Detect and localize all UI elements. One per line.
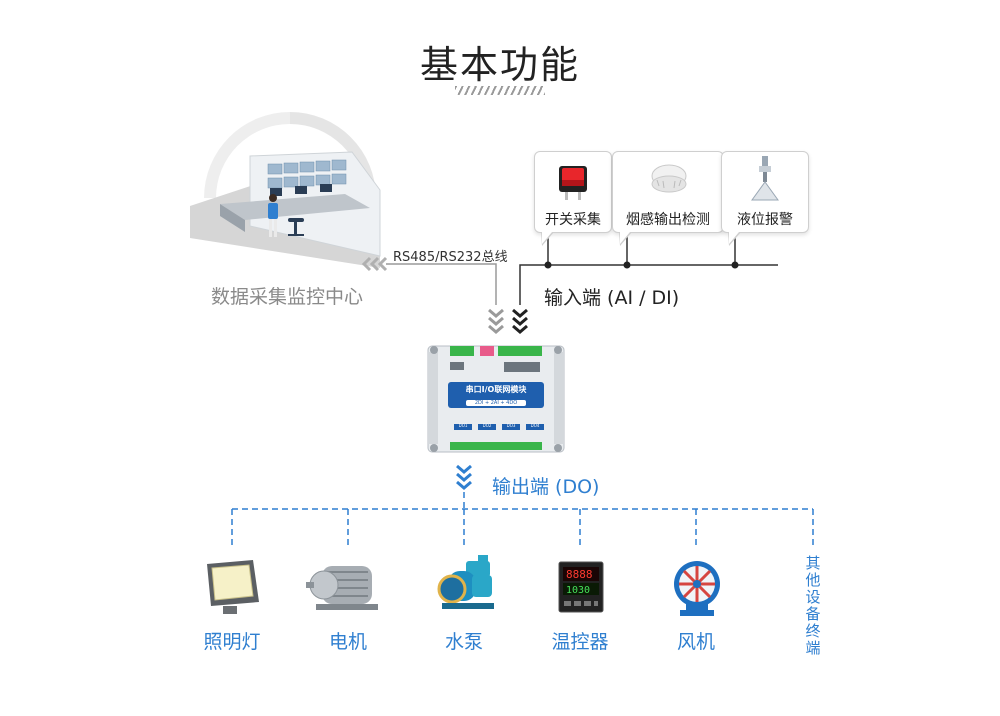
bus-arrow-down bbox=[488, 308, 504, 334]
page-title: 基本功能 bbox=[419, 43, 580, 87]
module-port-4: DO4 bbox=[530, 423, 540, 428]
floodlight-icon bbox=[207, 560, 259, 614]
output-label-fan: 风机 bbox=[676, 631, 715, 653]
water-pump-icon bbox=[437, 555, 494, 609]
svg-text:8888: 8888 bbox=[566, 568, 593, 581]
input-label-level: 液位报警 bbox=[737, 212, 793, 228]
output-arrow-down bbox=[456, 464, 472, 490]
input-callout-level: 液位报警 bbox=[721, 151, 809, 246]
input-arrow-down bbox=[512, 308, 528, 334]
monitoring-center-illustration bbox=[190, 112, 381, 268]
rocker-switch-icon bbox=[559, 166, 587, 200]
svg-text:1030: 1030 bbox=[566, 585, 590, 596]
monitoring-center-label: 数据采集监控中心 bbox=[210, 286, 363, 308]
input-tap-dots bbox=[544, 261, 739, 269]
module-port-1: DO1 bbox=[458, 423, 468, 428]
bus-label: RS485/RS232总线 bbox=[393, 250, 508, 265]
title-underline bbox=[455, 86, 545, 95]
level-sensor-icon bbox=[751, 156, 779, 201]
output-label-pump: 水泵 bbox=[444, 631, 483, 653]
bus-line bbox=[386, 263, 497, 305]
output-label: 输出端 (DO) bbox=[492, 476, 600, 498]
input-bus-line bbox=[519, 264, 778, 305]
io-module-device bbox=[427, 345, 565, 453]
axial-fan-icon bbox=[674, 561, 720, 616]
module-name: 串口I/O联网模块 bbox=[465, 385, 527, 394]
output-label-motor: 电机 bbox=[328, 631, 367, 653]
module-port-3: DO3 bbox=[506, 423, 516, 428]
module-spec: 2DI + 2AI + 4DO bbox=[474, 400, 518, 406]
input-label: 输入端 (AI / DI) bbox=[544, 287, 680, 309]
input-callout-switch: 开关采集 bbox=[534, 151, 612, 246]
output-label-floodlight: 照明灯 bbox=[203, 631, 261, 653]
operator-figure bbox=[268, 194, 278, 237]
input-callout-smoke: 烟感输出检测 bbox=[612, 151, 724, 246]
terminal-block-top bbox=[450, 346, 542, 356]
motor-icon bbox=[306, 566, 378, 610]
smoke-detector-icon bbox=[651, 164, 687, 193]
output-label-other-devices: 其他设备终端 bbox=[805, 554, 821, 657]
input-label-smoke: 烟感输出检测 bbox=[626, 212, 710, 228]
input-taps bbox=[547, 236, 736, 265]
output-distribution-lines bbox=[231, 492, 814, 548]
module-port-2: DO2 bbox=[482, 423, 492, 428]
bus-arrow-left bbox=[361, 256, 388, 272]
input-label-switch: 开关采集 bbox=[545, 212, 601, 228]
output-label-thermostat: 温控器 bbox=[551, 631, 609, 653]
temperature-controller-icon: 8888 1030 bbox=[558, 561, 604, 613]
